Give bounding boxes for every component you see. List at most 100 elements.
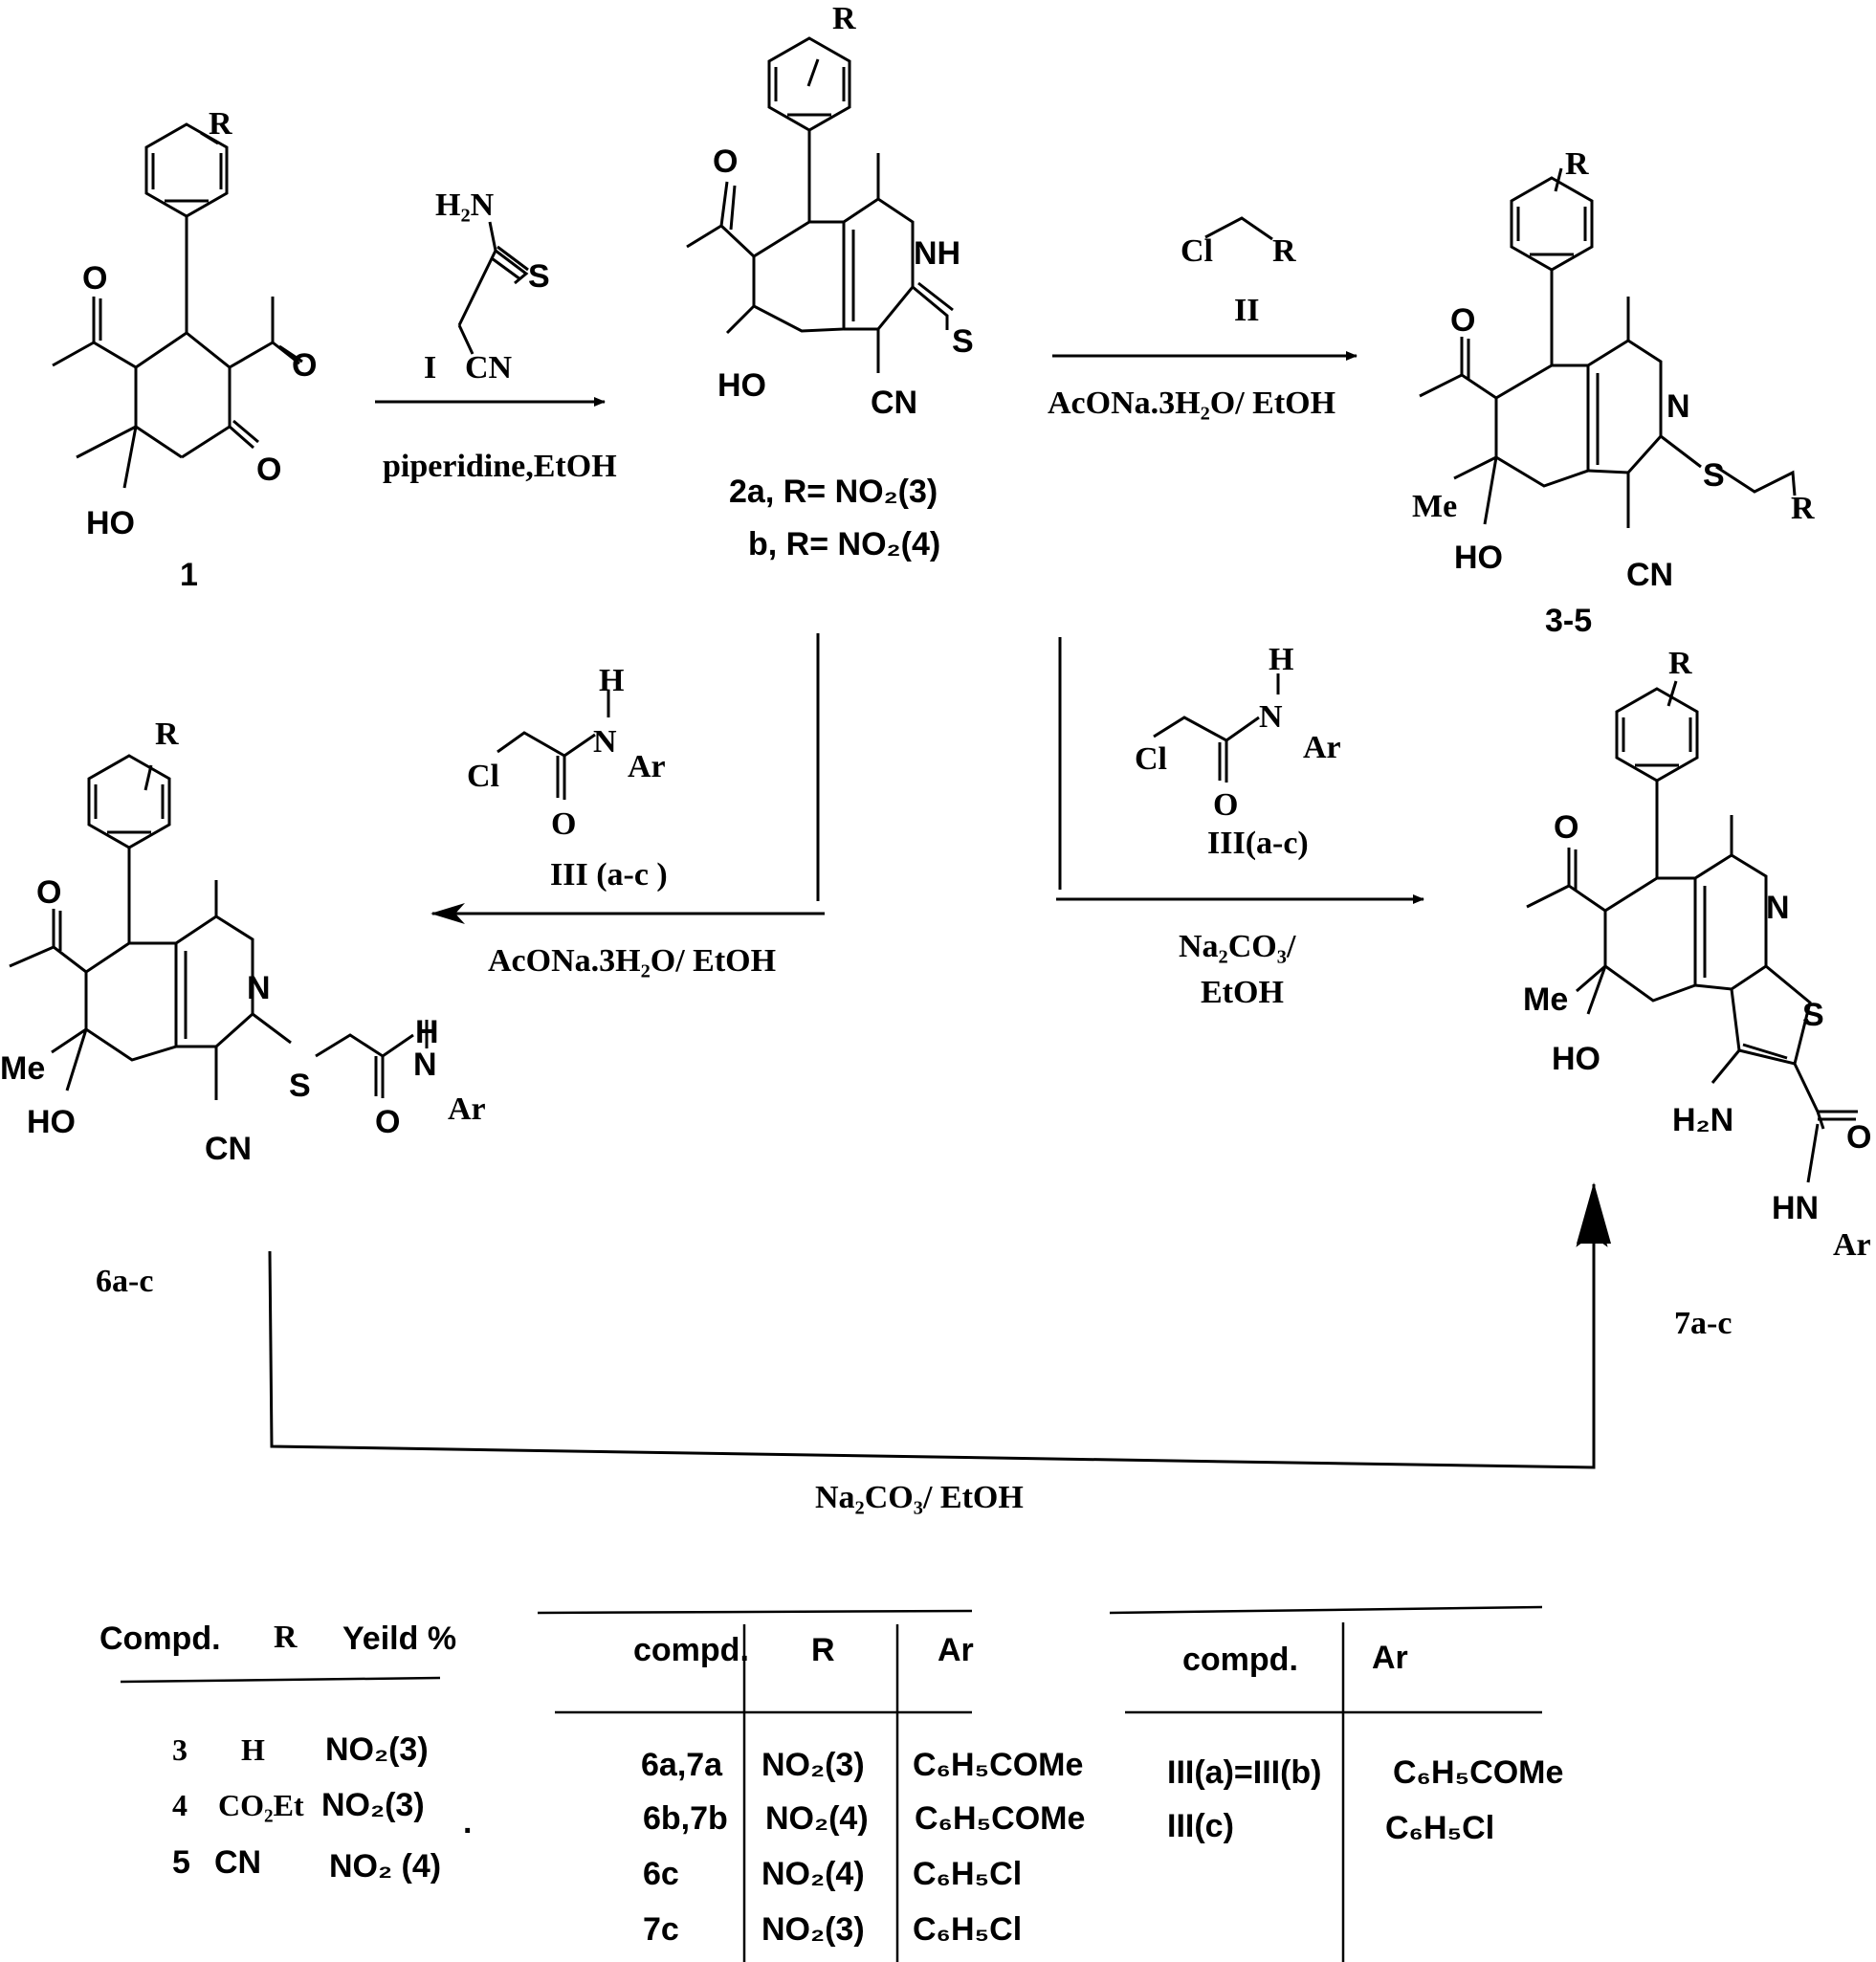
c7-label: 7a-c [1674,1306,1732,1341]
c7-ring-n: N [1766,890,1790,926]
c7-hydroxyl: HO [1552,1041,1600,1077]
t2-row-1-ar: C₆H₅COMe [915,1800,1085,1837]
t3-header-compd: compd. [1182,1642,1298,1678]
t3-row-0-compd: III(a)=III(b) [1167,1754,1322,1791]
t2-row-3-compd: 7c [643,1911,679,1948]
c7-amide-ar: Ar [1833,1227,1871,1263]
c6-ketone-o: O [36,874,61,911]
t1-row-1-compd: 4 [172,1788,188,1822]
arrow-5 [268,1182,1611,1469]
reagent-1 [457,221,529,355]
t2-header-r: R [811,1632,835,1668]
r2-label: II [1234,293,1259,328]
r4-o: O [1213,787,1238,823]
r2-conditions: AcONa.3H₂O/ EtOH [1048,386,1335,421]
r4-conditions-2: EtOH [1201,975,1284,1010]
t2-row-2-compd: 6c [643,1856,679,1892]
c6-sulfur: S [289,1068,311,1104]
t2-row-0-r: NO₂(3) [761,1747,865,1783]
reagent-4 [1056,637,1424,904]
r3-h: H [599,663,624,698]
r1-conditions: piperidine,EtOH [383,449,617,484]
c35-hydroxyl: HO [1454,540,1503,576]
c35-sulfur: S [1703,457,1725,494]
t1-header-r: R [274,1620,298,1655]
reagent-2 [1204,216,1273,241]
r1-amine: H₂N [435,187,495,223]
c7-methyl: Me [1523,981,1568,1018]
c2-label-b: b, R= NO₂(4) [748,526,940,562]
c6-ring-n: N [247,970,271,1006]
table-1: Compd. R Yeild % 3 H NO₂(3) 4 CO₂Et NO₂(… [99,1620,472,1885]
table-2: compd. R Ar 6a,7a NO₂(3) C₆H₅COMe 6b,7b … [537,1609,1085,1962]
t2-row-1-compd: 6b,7b [643,1800,728,1837]
t1-row-0-compd: 3 [172,1732,188,1767]
c35-ketone-o: O [1450,302,1475,339]
t1-dot: . [463,1804,472,1841]
t1-row-0-yield: NO₂(3) [325,1731,429,1768]
c6-amide-n: N [413,1047,437,1083]
r3-n: N [593,724,617,760]
r5-conditions: Na₂CO₃/ EtOH [815,1480,1024,1515]
t3-row-1-ar: C₆H₅Cl [1385,1810,1494,1846]
t2-row-0-ar: C₆H₅COMe [913,1747,1083,1783]
t1-row-2-r: CN [214,1844,261,1881]
t2-row-2-ar: C₆H₅Cl [913,1856,1022,1892]
r1-label: I [424,350,436,386]
r3-ar: Ar [628,749,666,784]
c1-acetyl-o-right: O [292,347,317,384]
c1-r-bond [200,131,219,145]
c6-amide-h: H [415,1014,439,1050]
c35-ring-n: N [1666,388,1690,425]
compound-3-5 [1419,167,1797,528]
r4-h: H [1269,642,1293,677]
r3-cl: Cl [467,759,499,794]
c7-substituent-r: R [1668,646,1692,681]
compound-7 [1526,680,1858,1183]
t2-row-0-compd: 6a,7a [641,1747,723,1783]
t1-row-2-compd: 5 [172,1844,190,1881]
c7-amide-hn: HN [1772,1190,1819,1226]
r3-label: III (a-c ) [550,857,668,893]
r2-r: R [1272,233,1296,269]
c2-nh: NH [914,235,960,272]
t3-header-ar: Ar [1372,1640,1408,1676]
c6-amide-ar: Ar [448,1091,486,1127]
c6-substituent-r: R [155,716,179,752]
c2-ketone-o: O [713,143,738,180]
r4-label: III(a-c) [1207,826,1309,861]
c35-side-r: R [1791,491,1815,526]
c35-label: 3-5 [1545,603,1592,639]
reagent-3 [430,633,825,924]
c1-substituent-r: R [209,106,232,142]
t1-header-yield: Yeild % [342,1620,456,1657]
t1-row-0-r: H [241,1732,265,1767]
t1-header-compd: Compd. [99,1620,221,1657]
c6-amide-o: O [375,1104,400,1140]
c2-r-bond [806,58,820,87]
compound-2 [686,36,954,373]
t2-row-3-ar: C₆H₅Cl [913,1911,1022,1948]
r1-cn: CN [465,350,513,386]
c6-nitrile: CN [205,1131,252,1167]
c35-nitrile: CN [1626,557,1673,593]
c1-label: 1 [180,557,198,593]
c2-thione: S [952,323,974,360]
t2-header-compd: compd. [633,1632,749,1668]
c35-methyl: Me [1412,489,1457,524]
r3-o: O [551,806,576,842]
c6-hydroxyl: HO [27,1104,76,1140]
t3-row-1-compd: III(c) [1167,1808,1234,1844]
r3-conditions: AcONa.3H₂O/ EtOH [488,943,776,979]
c6-methyl: Me [0,1050,45,1087]
compound-1 [52,122,303,489]
c7-amine: H₂N [1672,1102,1733,1138]
c2-hydroxyl: HO [717,367,766,404]
t2-row-2-r: NO₂(4) [761,1856,865,1892]
c7-sulfur: S [1802,997,1824,1033]
t2-header-ar: Ar [938,1632,974,1668]
c2-substituent-r: R [832,1,856,36]
r4-n: N [1259,699,1283,735]
r4-ar: Ar [1303,730,1341,765]
